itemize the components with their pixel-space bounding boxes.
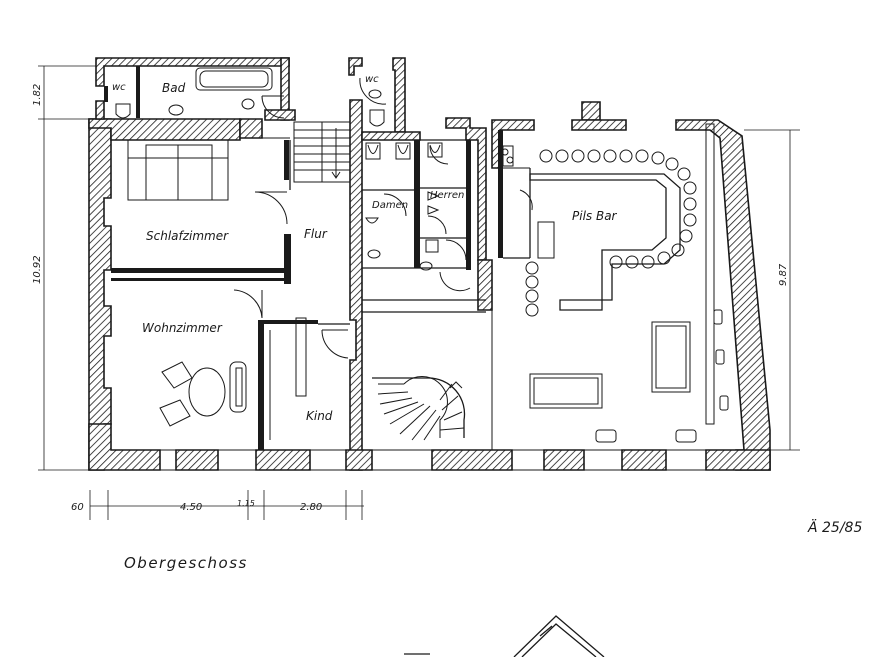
room-label-wohnzimmer: Wohnzimmer <box>142 321 223 335</box>
dim-left-main: 10.92 <box>32 255 43 284</box>
room-labels: Bad wc wc Schlafzimmer Flur Wohnzimmer K… <box>112 74 618 423</box>
dim-bottom-2: 4.50 <box>180 502 202 513</box>
room-label-pils-bar: Pils Bar <box>572 209 618 223</box>
doors <box>233 77 533 359</box>
dim-right-main: 9.87 <box>778 263 789 286</box>
dim-bottom-3: 1.15 <box>237 499 255 508</box>
roof-outline <box>404 615 605 657</box>
interior-walls <box>104 66 531 450</box>
dimension-lines <box>38 65 800 520</box>
bar-stools <box>525 149 697 317</box>
dim-left-top: 1.82 <box>32 84 43 106</box>
room-label-wc-left: wc <box>112 82 126 93</box>
fixtures <box>115 67 729 443</box>
room-label-flur: Flur <box>304 227 328 241</box>
room-label-schlafzimmer: Schlafzimmer <box>146 229 229 243</box>
dim-bottom-4: 2.80 <box>300 502 322 513</box>
dimension-labels: 1.82 10.92 9.87 60 4.50 1.15 2.80 <box>32 84 789 513</box>
room-label-damen: Damen <box>372 200 408 211</box>
exterior-walls <box>88 57 771 471</box>
dim-bottom-1: 60 <box>71 502 84 513</box>
straight-stairs <box>293 121 351 183</box>
revision-stamp: Ä 25/85 <box>807 518 862 536</box>
room-label-wc-right: wc <box>365 74 379 85</box>
room-label-herren: Herren <box>430 190 464 201</box>
spiral-stairs <box>372 376 466 441</box>
room-label-bad: Bad <box>162 81 186 95</box>
room-label-kind: Kind <box>306 409 333 423</box>
drawing-title: Obergeschoss <box>124 554 248 572</box>
